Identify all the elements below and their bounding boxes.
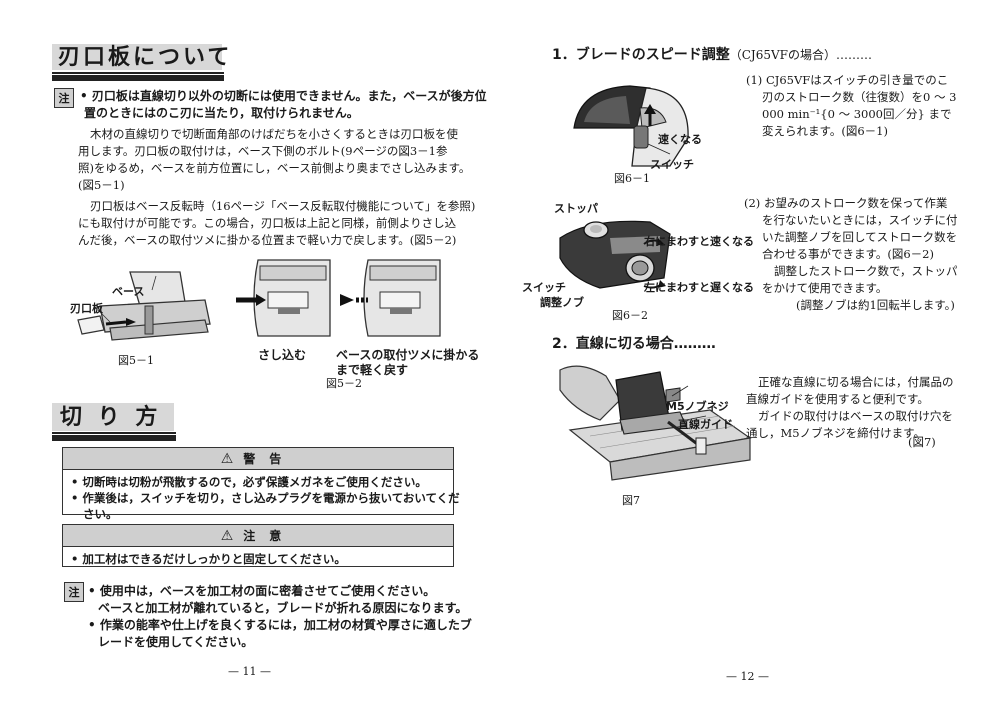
- body-text: 用します。刃口板の取付けは，ベース下側のボルト(9ページの図3－1参: [78, 144, 448, 158]
- caution-header: ⚠ 注意: [63, 525, 453, 547]
- note-badge: 注: [54, 88, 74, 108]
- note-line: レードを使用してください。: [98, 635, 254, 649]
- warning-line: • 作業後は，スイッチを切り，さし込みプラグを電源から抜いておいてくだ: [71, 491, 460, 505]
- label-stopper: ストッパ: [554, 202, 598, 215]
- caution-heading: 注意: [243, 529, 296, 543]
- body-text: んだ後，ベースの取付ツメに掛かる位置まで軽い力で戻します。(図5－2): [78, 233, 457, 247]
- figure-7-illustration: [559, 365, 752, 481]
- body-text: にも取付けが可能です。この場合，刃口板は上記と同様，前側よりさし込: [78, 216, 457, 230]
- body-text: 変えられます。(図6－1): [762, 124, 888, 138]
- section-title: 1．ブレードのスピード調整: [552, 47, 730, 63]
- title-underline-thick: [52, 75, 224, 81]
- warning-line: さい。: [83, 507, 118, 521]
- body-text: (図7): [908, 435, 936, 449]
- warning-box: ⚠ 警告 • 切断時は切粉が飛散するので，必ず保護メガネをご使用ください。 • …: [62, 447, 460, 521]
- section-title-cutting: 切 り 方: [60, 405, 162, 430]
- label-switch: スイッチ: [650, 158, 694, 171]
- warning-heading: 警告: [243, 452, 296, 466]
- body-text: 通し，M5ノブネジを締付けます。: [746, 426, 925, 440]
- title-underline: [52, 72, 224, 74]
- note-badge: 注: [64, 582, 84, 602]
- body-text: 木材の直線切りで切断面角部のけばだちを小さくするときは刃口板を使: [90, 127, 458, 141]
- body-text: 照)をゆるめ，ベースを前方位置にし，ベース前側より奥までさし込みます。: [78, 161, 471, 175]
- label-faster: 速くなる: [658, 133, 702, 146]
- page-number: — 12 —: [726, 670, 769, 683]
- section-title-blade-plate: 刃口板について: [58, 45, 233, 70]
- label-turn-right-faster: 右にまわすと速くなる: [644, 235, 754, 248]
- title-shade: [52, 403, 174, 431]
- caution-body: • 加工材はできるだけしっかりと固定してください。: [63, 547, 453, 571]
- body-text: 刃のストローク数（往復数）を0 ～ 3: [762, 90, 957, 104]
- title-underline: [52, 432, 176, 434]
- label-blade-plate: 刃口板: [70, 302, 103, 315]
- body-text: (1) CJ65VFはスイッチの引き量でのこ: [746, 73, 949, 87]
- figure-caption-5-2: 図5－2: [326, 377, 362, 390]
- section-heading-straight-cut: 2．直線に切る場合………: [552, 336, 716, 352]
- label-adjust-knob: 調整ノブ: [540, 296, 584, 309]
- figure-5-1-illustration: [77, 271, 211, 341]
- label-return: ベースの取付ツメに掛かる: [336, 348, 480, 362]
- note-line: 置のときにはのこ刃に当たり，取付けられません。: [84, 106, 359, 120]
- label-switch: スイッチ: [522, 281, 566, 294]
- caution-box: ⚠ 注意 • 加工材はできるだけしっかりと固定してください。: [62, 524, 454, 567]
- title-underline-thick: [52, 435, 176, 441]
- figure-5-2-illustration: [236, 259, 441, 337]
- note-line: • 使用中は，ベースを加工材の面に密着させてご使用ください。: [88, 584, 436, 598]
- section-heading-speed: 1．ブレードのスピード調整（CJ65VFの場合）………: [552, 44, 872, 64]
- label-insert: さし込む: [258, 348, 307, 362]
- body-text: (調整ノブは約1回転半します。): [796, 298, 955, 312]
- body-text: 調整したストローク数で，ストッパ: [774, 264, 958, 278]
- label-m5-knob-screw: M5ノブネジ: [666, 400, 729, 413]
- body-text: いた調整ノブを回してストローク数を: [762, 230, 958, 244]
- page-number: — 11 —: [228, 665, 271, 678]
- figure-6-2-illustration: [559, 220, 671, 289]
- section-title-suffix: （CJ65VFの場合）………: [729, 48, 873, 62]
- figure-caption-5-1: 図5－1: [118, 354, 154, 367]
- body-text: 直線ガイドを使用すると便利です。: [746, 392, 929, 406]
- title-shade: [52, 44, 222, 70]
- warning-header: ⚠ 警告: [63, 448, 453, 470]
- body-text: (図5－1): [78, 178, 125, 192]
- body-text: 000 min⁻¹{0 ～ 3000回／分} まで: [762, 107, 952, 121]
- body-text: 刃口板はベース反転時（16ページ「ベース反転取付機能について」を参照): [90, 199, 476, 213]
- label-return: まで軽く戻す: [336, 363, 409, 377]
- body-text: 合わせる事ができます。(図6－2): [762, 247, 934, 261]
- body-text: 正確な直線に切る場合には，付属品の: [758, 375, 954, 389]
- figure-6-1-illustration: [573, 85, 689, 167]
- note-line: • 作業の能率や仕上げを良くするには，加工材の材質や厚さに適したブ: [88, 618, 472, 632]
- body-text: をかけて使用できます。: [762, 281, 888, 295]
- warning-triangle-icon: ⚠: [220, 527, 234, 544]
- body-text: ガイドの取付けはベースの取付け穴を: [758, 409, 953, 423]
- caution-line: • 加工材はできるだけしっかりと固定してください。: [71, 552, 346, 566]
- note-line: • 刃口板は直線切り以外の切断には使用できません。また，ベースが後方位: [80, 89, 487, 103]
- label-base: ベース: [112, 285, 145, 298]
- body-text: (2) お望みのストローク数を保って作業: [744, 196, 948, 210]
- label-turn-left-slower: 左にまわすと遅くなる: [644, 281, 754, 294]
- figure-caption-6-1: 図6－1: [614, 172, 650, 185]
- page-12: 1．ブレードのスピード調整（CJ65VFの場合）……… (1) CJ65VFはス…: [500, 0, 1000, 717]
- warning-triangle-icon: ⚠: [220, 450, 234, 467]
- figure-caption-7: 図7: [622, 494, 640, 507]
- body-text: を行ないたいときには，スイッチに付: [762, 213, 958, 227]
- note-line: ベースと加工材が離れていると，ブレードが折れる原因になります。: [98, 601, 468, 615]
- warning-line: • 切断時は切粉が飛散するので，必ず保護メガネをご使用ください。: [71, 475, 427, 489]
- figure-caption-6-2: 図6－2: [612, 309, 648, 322]
- page-11: 刃口板について 注 • 刃口板は直線切り以外の切断には使用できません。また，ベー…: [52, 44, 487, 678]
- label-straight-guide: 直線ガイド: [678, 418, 733, 431]
- warning-body: • 切断時は切粉が飛散するので，必ず保護メガネをご使用ください。 • 作業後は，…: [63, 470, 460, 526]
